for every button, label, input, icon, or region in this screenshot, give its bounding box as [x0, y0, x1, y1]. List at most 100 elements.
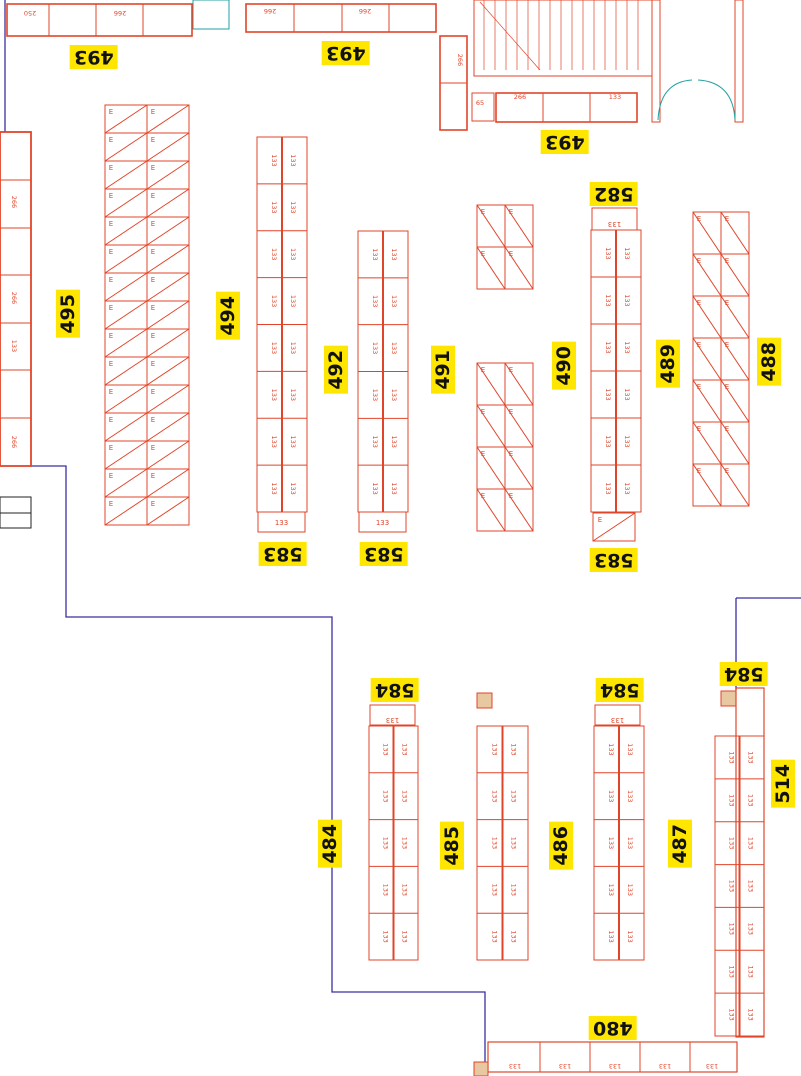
- e-grid-488-cell-label: E: [725, 257, 729, 265]
- gondola-494-cell-label: 133: [270, 482, 278, 494]
- gondola-492-cell-label: 133: [371, 295, 379, 307]
- e-grid-left-cell: [146, 496, 190, 526]
- small-box-65-label: 65: [476, 99, 484, 107]
- e-grid-left-cell-label: E: [151, 360, 155, 368]
- gondola-485-cell-label: 133: [510, 884, 518, 896]
- e-grid-491-bottom-diagonal: [504, 362, 534, 406]
- gondola-490-cell-label: 133: [623, 482, 631, 494]
- e-grid-left-diagonal: [146, 440, 190, 470]
- endcap-583-right-label: E: [598, 516, 602, 524]
- gondola-492-cell-label: 133: [390, 389, 398, 401]
- endcap-583-left-label: 133: [275, 519, 288, 527]
- top-cabinet-center-label: 266: [359, 7, 371, 15]
- e-grid-491-top-cell-label: E: [481, 208, 485, 216]
- wall-shelf-495-label: 266: [10, 292, 18, 304]
- gondola-485-cell-label: 133: [510, 790, 518, 802]
- e-grid-491-bottom-diagonal: [504, 488, 534, 532]
- gondola-492-cell-label: 133: [390, 248, 398, 260]
- door-swing-right: [697, 79, 736, 121]
- gondola-486-cell-label: 133: [607, 743, 615, 755]
- e-grid-left-cell-label: E: [109, 304, 113, 312]
- gondola-486-cell-label: 133: [607, 930, 615, 942]
- e-grid-488-diagonal: [692, 421, 722, 465]
- e-grid-left-cell-label: E: [151, 444, 155, 452]
- e-grid-488-cell: [720, 463, 750, 507]
- e-grid-491-bottom-cell-label: E: [509, 366, 513, 374]
- e-grid-left-diagonal: [104, 328, 148, 358]
- e-grid-488-cell-label: E: [697, 215, 701, 223]
- gondola-492-cell-label: 133: [371, 482, 379, 494]
- e-grid-left-cell-label: E: [151, 304, 155, 312]
- e-grid-491-top-diagonal: [504, 204, 534, 248]
- e-grid-left-diagonal: [146, 132, 190, 162]
- gondola-494-cell-label: 133: [289, 248, 297, 260]
- gondola-485-cell-label: 133: [510, 743, 518, 755]
- e-grid-left-diagonal: [104, 132, 148, 162]
- top-cabinet-left-label: 250: [24, 9, 36, 17]
- e-grid-left-cell-label: E: [109, 192, 113, 200]
- e-grid-left-diagonal: [104, 188, 148, 218]
- bottom-shelf-480-label: 133: [509, 1062, 521, 1070]
- gondola-492-cell-label: 133: [390, 482, 398, 494]
- gondola-494-cell-label: 133: [270, 342, 278, 354]
- gondola-494-cell-label: 133: [289, 342, 297, 354]
- e-grid-left-diagonal: [104, 160, 148, 190]
- gondola-485-left-cell-label: 133: [400, 790, 408, 802]
- gondola-490-cell-label: 133: [623, 247, 631, 259]
- e-grid-left-diagonal: [104, 496, 148, 526]
- e-grid-488-cell-label: E: [725, 383, 729, 391]
- gondola-485-cell-label: 133: [490, 930, 498, 942]
- e-grid-488-cell-label: E: [697, 383, 701, 391]
- e-grid-488-diagonal: [720, 253, 750, 297]
- gondola-485-cell-label: 133: [490, 884, 498, 896]
- e-grid-left-cell-label: E: [109, 416, 113, 424]
- wall-shelf-495: [0, 131, 32, 467]
- bottom-shelf-480-label: 133: [609, 1062, 621, 1070]
- e-grid-left-diagonal: [146, 244, 190, 274]
- e-grid-left-diagonal: [104, 104, 148, 134]
- bottom-shelf-480-label: 133: [559, 1062, 571, 1070]
- gondola-486-cell-label: 133: [607, 790, 615, 802]
- aisle-label-491: 491: [431, 346, 455, 394]
- e-grid-488-diagonal: [720, 337, 750, 381]
- gondola-494-cell-label: 133: [270, 201, 278, 213]
- e-grid-left-cell-label: E: [109, 360, 113, 368]
- e-grid-488-diagonal: [692, 379, 722, 423]
- e-grid-491-bottom-cell-label: E: [509, 408, 513, 416]
- gondola-485-left-cell-label: 133: [382, 790, 390, 802]
- e-grid-left-cell-label: E: [151, 136, 155, 144]
- top-cabinet-left-label: 266: [114, 9, 126, 17]
- gondola-486-cell-label: 133: [607, 837, 615, 849]
- gondola-485-cell-label: 133: [510, 930, 518, 942]
- top-cabinet-center: [245, 3, 437, 33]
- small-box-65: [471, 92, 495, 122]
- top-cabinet-left: [6, 3, 193, 37]
- e-grid-left-cell-label: E: [109, 472, 113, 480]
- gondola-485-cell-label: 133: [490, 743, 498, 755]
- aisle-label-492: 492: [324, 346, 348, 394]
- e-grid-491-top-diagonal: [476, 204, 506, 248]
- aisle-label-514: 514: [771, 760, 795, 808]
- endcap-582-label: 133: [608, 220, 621, 228]
- gondola-485-left-cell-label: 133: [382, 743, 390, 755]
- e-grid-left-cell-label: E: [151, 500, 155, 508]
- e-grid-488-diagonal: [720, 421, 750, 465]
- wall-shelf-495-label: 133: [10, 340, 18, 352]
- e-grid-left-diagonal: [104, 272, 148, 302]
- endcap-584-left-label: 133: [386, 716, 399, 724]
- endcap-583-right: [592, 512, 636, 542]
- aisle-label-489: 489: [656, 340, 680, 388]
- e-grid-left-cell-label: E: [109, 444, 113, 452]
- gondola-490-cell-label: 133: [604, 435, 612, 447]
- gondola-485-left-cell-label: 133: [400, 743, 408, 755]
- e-grid-left-cell-label: E: [151, 220, 155, 228]
- gondola-486-cell-label: 133: [626, 790, 634, 802]
- wall-shelf-495-label: 266: [10, 436, 18, 448]
- e-grid-left-cell-label: E: [109, 108, 113, 116]
- gondola-514-cell-label: 133: [728, 880, 736, 892]
- gondola-485-cell-label: 133: [510, 837, 518, 849]
- e-grid-491-bottom-cell-label: E: [481, 492, 485, 500]
- e-grid-left-cell-label: E: [109, 164, 113, 172]
- e-grid-488-diagonal: [692, 463, 722, 507]
- aisle-label-583-left: 583: [259, 542, 307, 566]
